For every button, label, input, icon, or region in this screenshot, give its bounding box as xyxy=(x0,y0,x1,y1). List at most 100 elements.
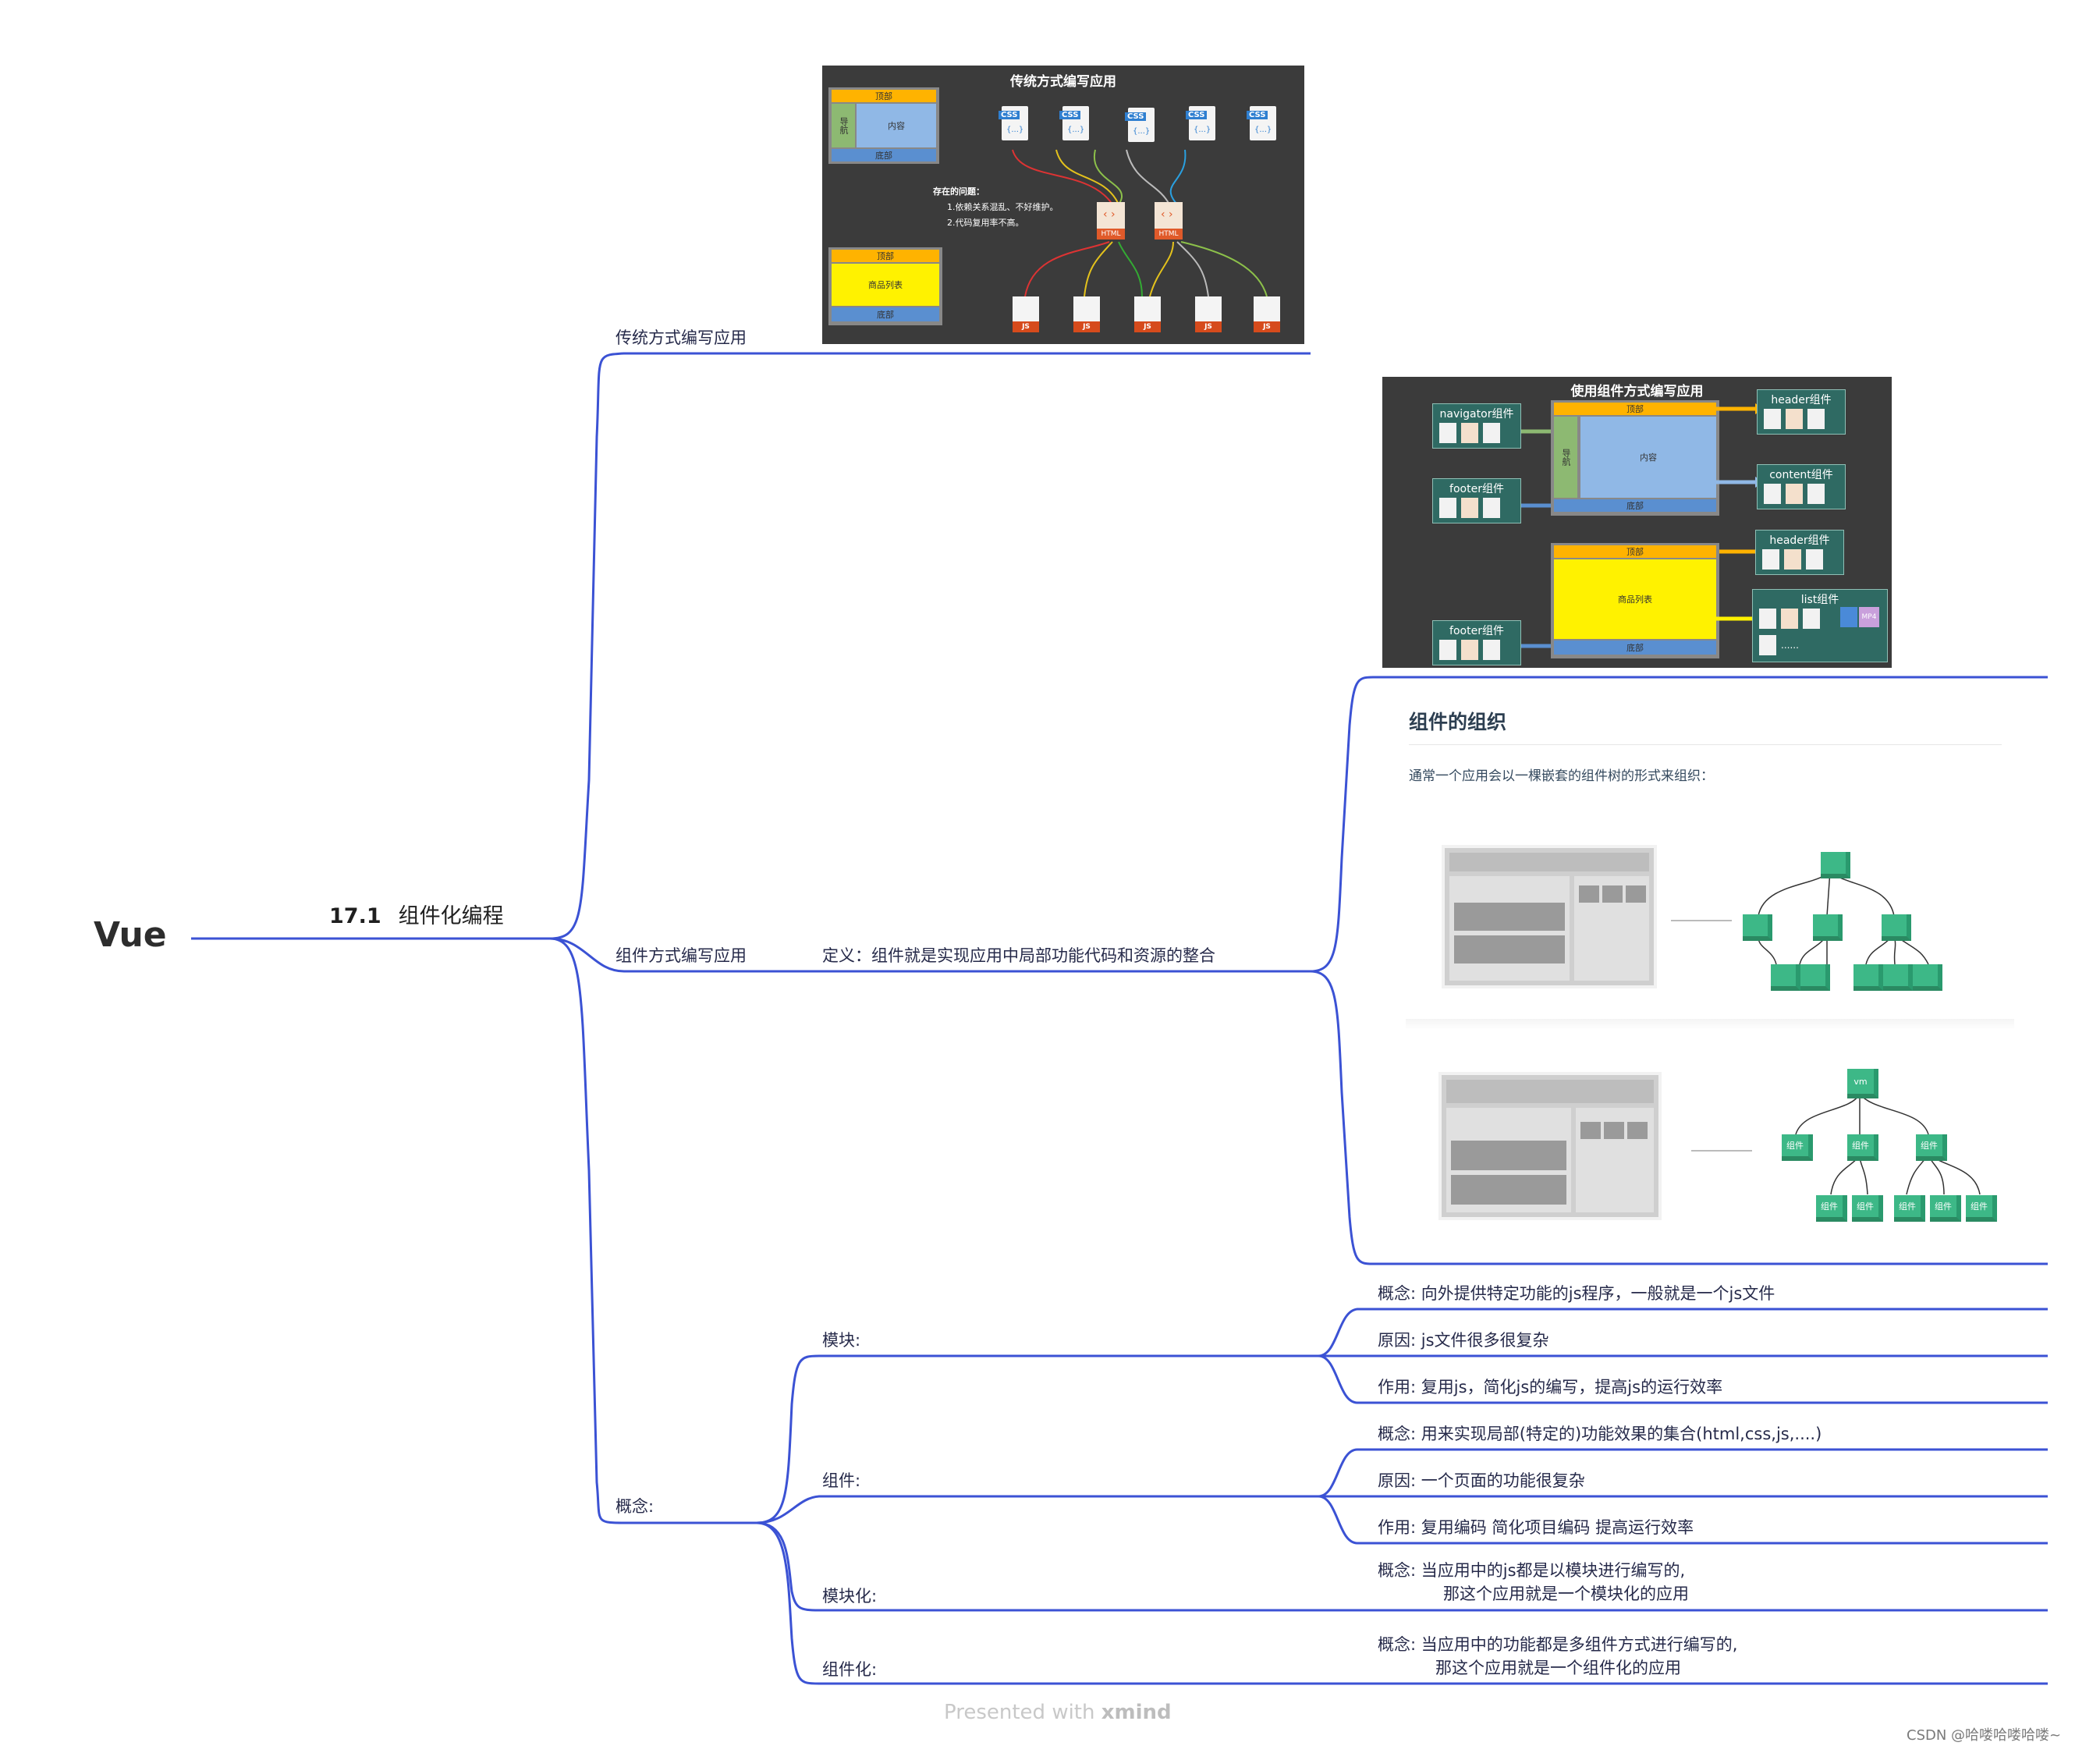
edge-org-top xyxy=(1310,676,2048,973)
arrow-2 xyxy=(1691,1150,1752,1152)
tree-cube-5 xyxy=(1800,964,1830,991)
c-list-bottom: 底部 xyxy=(1554,641,1716,655)
problem-1: 1.依赖关系混乱、不好维护。 xyxy=(947,202,1059,212)
c-list-top: 顶部 xyxy=(1554,545,1716,558)
edge-module-1 xyxy=(1318,1308,2048,1357)
header-component-label-2: header组件 xyxy=(1769,534,1830,547)
comp-cube-3: 组件 xyxy=(1916,1134,1947,1161)
edge-modularization xyxy=(756,1521,2048,1612)
content-component-box: content组件 xyxy=(1757,464,1846,509)
js-file-2: JS xyxy=(1073,296,1100,332)
footer-component-label: footer组件 xyxy=(1449,483,1504,495)
componentization-line-1: 概念: 当应用中的功能都是多组件方式进行编写的, xyxy=(1378,1635,1738,1654)
section-number: 17.1 xyxy=(329,904,381,928)
tree-cube-7 xyxy=(1883,964,1913,991)
list-bottom: 底部 xyxy=(832,307,939,321)
org-subtitle: 通常一个应用会以一棵嵌套的组件树的形式来组织： xyxy=(1409,768,1714,784)
js-file-3: JS xyxy=(1134,296,1161,332)
concept-modularization-label[interactable]: 模块化: xyxy=(822,1587,878,1606)
section-topic[interactable]: 17.1 组件化编程 xyxy=(329,899,504,929)
list-top: 顶部 xyxy=(832,250,939,262)
root-topic[interactable]: Vue xyxy=(94,915,167,955)
comp-cube-6: 组件 xyxy=(1894,1195,1925,1222)
branch-traditional[interactable]: 传统方式编写应用 xyxy=(615,328,747,347)
modularization-text[interactable]: 概念: 当应用中的js都是以模块进行编写的, 那这个应用就是一个模块化的应用 xyxy=(1378,1559,1689,1606)
branch-component-definition[interactable]: 定义：组件就是实现应用中局部功能代码和资源的整合 xyxy=(822,946,1215,965)
layout-bottom: 底部 xyxy=(832,149,936,161)
component-item-2[interactable]: 原因: 一个页面的功能很复杂 xyxy=(1378,1471,1585,1490)
header-component-label: header组件 xyxy=(1771,394,1832,406)
edge-componentization xyxy=(756,1521,2048,1685)
edge-comp-3 xyxy=(1318,1495,2048,1545)
org-divider xyxy=(1409,744,2002,745)
componentization-text[interactable]: 概念: 当应用中的功能都是多组件方式进行编写的, 那这个应用就是一个组件化的应用 xyxy=(1378,1633,1737,1680)
html-file-2: ‹ ›HTML xyxy=(1155,202,1183,240)
layout-content: 内容 xyxy=(857,104,936,147)
module-item-3[interactable]: 作用: 复用js，简化js的编写，提高js的运行效率 xyxy=(1378,1378,1723,1396)
footer-component-box: footer组件 xyxy=(1432,478,1521,523)
tree-cube-6 xyxy=(1853,964,1883,991)
problems-box: 存在的问题： 1.依赖关系混乱、不好维护。 2.代码复用率不高。 xyxy=(933,184,1059,231)
problems-title: 存在的问题： xyxy=(933,186,984,197)
module-item-2[interactable]: 原因: js文件很多很复杂 xyxy=(1378,1331,1549,1350)
image-separator xyxy=(1406,1019,2014,1030)
header-component-box-2: header组件 xyxy=(1755,530,1844,575)
list-ellipsis: ...... xyxy=(1781,640,1799,651)
tree-cube-2 xyxy=(1813,914,1843,941)
component-item-1[interactable]: 概念: 用来实现局部(特定的)功能效果的集合(html,css,js,....) xyxy=(1378,1425,1822,1443)
modularization-line-2: 那这个应用就是一个模块化的应用 xyxy=(1443,1585,1689,1603)
edge-concept xyxy=(549,937,757,1524)
list-component-box: list组件 MP4 ...... xyxy=(1752,589,1888,662)
vm-cube: vm xyxy=(1847,1069,1878,1098)
c-layout-nav: 导航 xyxy=(1554,417,1577,498)
js-file-5: JS xyxy=(1254,296,1280,332)
tree-cube-8 xyxy=(1913,964,1942,991)
c-layout-bottom: 底部 xyxy=(1554,499,1716,512)
componentization-line-2: 那这个应用就是一个组件化的应用 xyxy=(1435,1659,1681,1677)
branch-component[interactable]: 组件方式编写应用 xyxy=(615,946,747,965)
traditional-image-title: 传统方式编写应用 xyxy=(1010,74,1116,90)
component-item-3[interactable]: 作用: 复用编码 简化项目编码 提高运行效率 xyxy=(1378,1518,1694,1537)
comp-cube-4: 组件 xyxy=(1816,1195,1847,1222)
module-item-1[interactable]: 概念: 向外提供特定功能的js程序，一般就是一个js文件 xyxy=(1378,1284,1775,1303)
dependency-arrows xyxy=(1012,149,1268,297)
header-component-box: header组件 xyxy=(1757,389,1846,435)
navigator-component-box: navigator组件 xyxy=(1432,403,1521,449)
section-title: 组件化编程 xyxy=(398,904,504,928)
layout-wireframe-1 xyxy=(1442,845,1657,988)
c-layout-top: 顶部 xyxy=(1554,403,1716,415)
tree-cube-1 xyxy=(1743,914,1772,941)
concept-component-label[interactable]: 组件: xyxy=(822,1471,861,1490)
branch-concept[interactable]: 概念: xyxy=(615,1497,654,1516)
comp-cube-8: 组件 xyxy=(1966,1195,1997,1222)
modularization-line-1: 概念: 当应用中的js都是以模块进行编写的, xyxy=(1378,1561,1686,1580)
component-image: 使用组件方式编写应用 顶部 导航 内容 底部 顶部 商品列表 底部 naviga… xyxy=(1382,377,1892,668)
layout-nav: 导航 xyxy=(832,104,855,147)
content-component-label: content组件 xyxy=(1769,469,1833,481)
css-file-1: CSS{...} xyxy=(999,106,1028,140)
css-file-5: CSS{...} xyxy=(1247,106,1276,140)
js-file-1: JS xyxy=(1013,296,1039,332)
comp-cube-2: 组件 xyxy=(1847,1134,1878,1161)
footer-component-label-2: footer组件 xyxy=(1449,625,1504,637)
mp4-icon: MP4 xyxy=(1859,607,1879,627)
comp-cube-1: 组件 xyxy=(1782,1134,1813,1161)
edge-traditional xyxy=(549,352,1311,940)
html-file-1: ‹ ›HTML xyxy=(1097,202,1125,240)
c-layout-content: 内容 xyxy=(1580,417,1716,498)
tree-root-cube xyxy=(1821,852,1850,878)
concept-module-label[interactable]: 模块: xyxy=(822,1331,861,1350)
concept-componentization-label[interactable]: 组件化: xyxy=(822,1660,878,1679)
component-image-title: 使用组件方式编写应用 xyxy=(1570,384,1704,399)
c-list-products: 商品列表 xyxy=(1554,559,1716,639)
css-file-2: CSS{...} xyxy=(1059,106,1089,140)
list-products: 商品列表 xyxy=(832,264,939,306)
comp-cube-5: 组件 xyxy=(1852,1195,1883,1222)
org-title: 组件的组织 xyxy=(1409,711,1507,733)
traditional-image: 传统方式编写应用 顶部 导航 内容 底部 顶部 商品列表 底部 存在的问题： 1… xyxy=(822,66,1304,344)
problem-2: 2.代码复用率不高。 xyxy=(947,218,1024,228)
layout-top: 顶部 xyxy=(832,90,936,102)
js-file-4: JS xyxy=(1195,296,1222,332)
comp-cube-7: 组件 xyxy=(1930,1195,1961,1222)
